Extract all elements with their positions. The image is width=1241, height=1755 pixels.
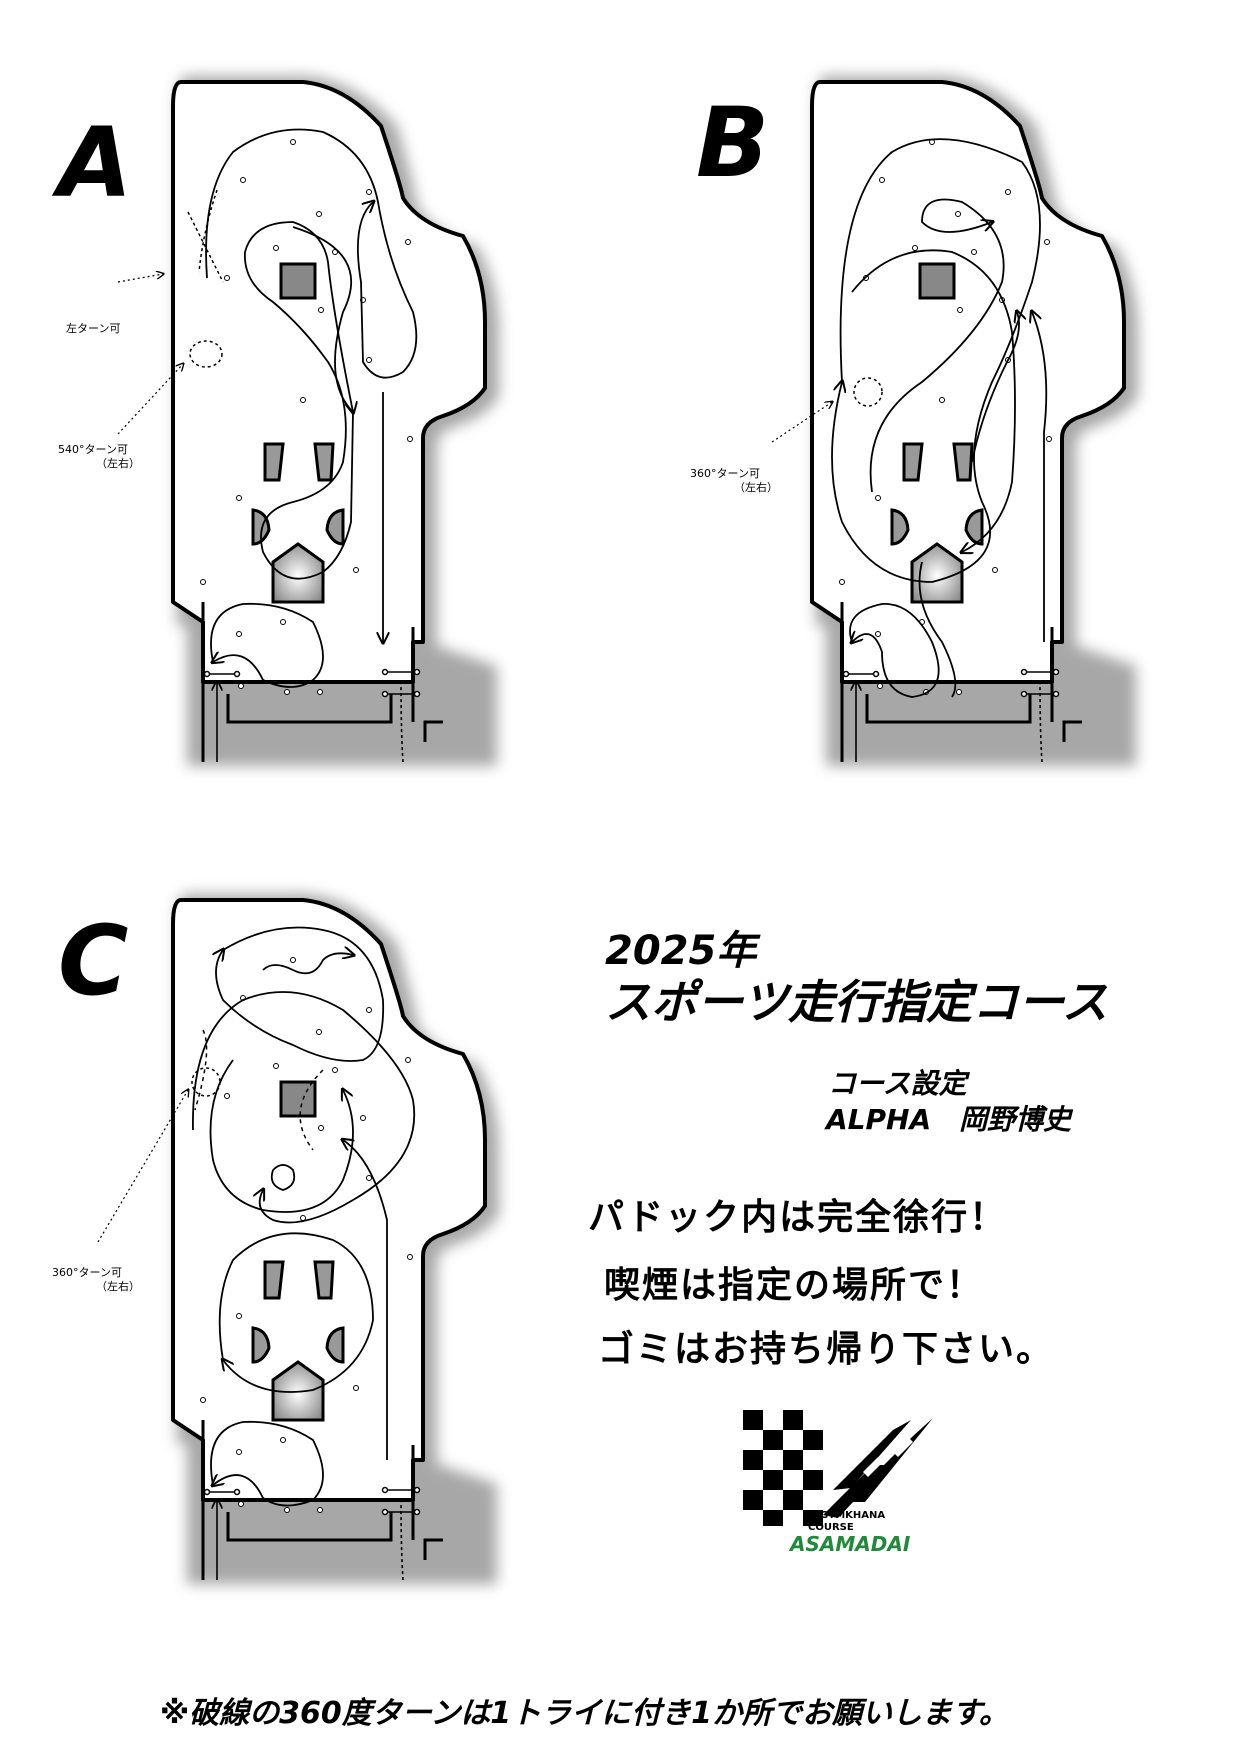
course-a-diagram: A 左ターン可 540°ターン可 （左右） bbox=[51, 76, 499, 766]
credit-name: ALPHA 岡野博史 bbox=[826, 1103, 1072, 1136]
logo-line-course: COURSE bbox=[808, 1522, 854, 1533]
course-b-note-lr: （左右） bbox=[734, 480, 778, 494]
course-a-letter: A bbox=[51, 107, 132, 219]
course-a-note-left-turn: 左ターン可 bbox=[66, 322, 120, 335]
course-a-note-540-turn: 540°ターン可 bbox=[58, 443, 128, 456]
title-main: スポーツ走行指定コース bbox=[605, 975, 1108, 1029]
footer-note: ※破線の360度ターンは1トライに付き1か所でお願いします。 bbox=[160, 1696, 1010, 1731]
course-c-diagram: C 360°ターン可 （左右） bbox=[52, 894, 499, 1584]
message-trash: ゴミはお持ち帰り下さい。 bbox=[598, 1329, 1055, 1370]
course-c-note-360-turn: 360°ターン可 bbox=[52, 1266, 122, 1279]
course-b-note-360-turn: 360°ターン可 bbox=[690, 467, 760, 480]
course-c-letter: C bbox=[58, 905, 128, 1017]
course-a-note-lr: （左右） bbox=[96, 456, 140, 470]
logo-brand: ASAMADAI bbox=[790, 1532, 911, 1556]
course-b-diagram: B 360°ターン可 （左右） bbox=[690, 76, 1138, 766]
course-b-letter: B bbox=[696, 87, 769, 199]
message-paddock: パドック内は完全徐行！ bbox=[588, 1197, 1008, 1238]
credit-label: コース設定 bbox=[828, 1067, 967, 1100]
message-smoking: 喫煙は指定の場所で！ bbox=[604, 1265, 985, 1306]
logo-line-gymkhana: GYMKHANA bbox=[820, 1510, 886, 1521]
asamadai-logo-graphic bbox=[743, 1410, 933, 1526]
course-c-note-lr: （左右） bbox=[96, 1279, 140, 1293]
title-year: 2025年 bbox=[605, 928, 757, 974]
